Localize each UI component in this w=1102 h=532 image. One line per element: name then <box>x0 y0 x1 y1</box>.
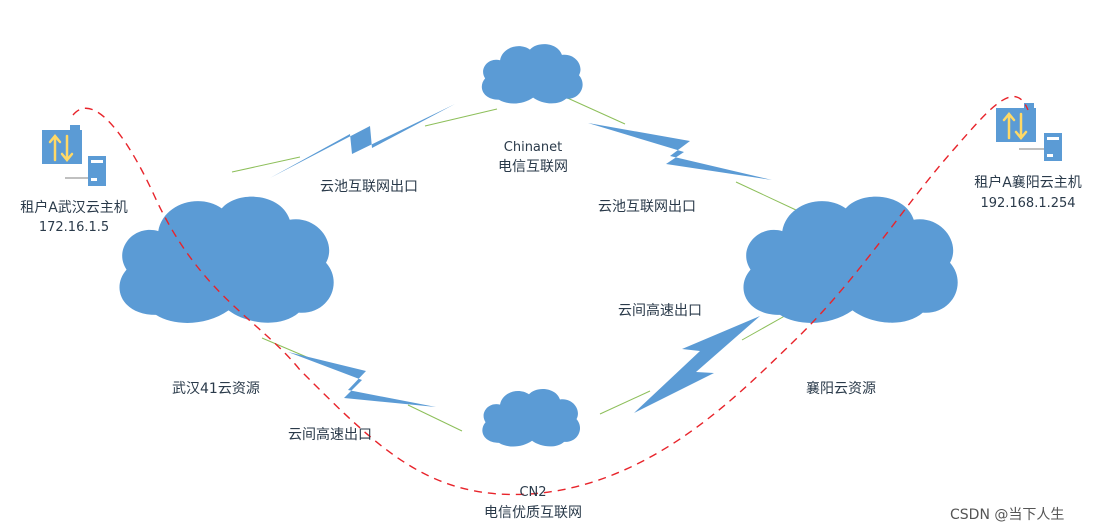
exit-highspeed-left-label: 云间高速出口 <box>288 427 372 443</box>
link-line <box>562 95 626 125</box>
link-line <box>741 312 791 341</box>
exit-internet-left-label: 云池互联网出口 <box>320 179 418 195</box>
link-line <box>407 404 463 432</box>
lightning-bolt-icon <box>588 123 772 180</box>
cloud-cn2 <box>482 388 581 447</box>
tenant-left-name: 租户A武汉云主机 <box>20 200 128 216</box>
router-icon <box>42 125 88 179</box>
tenant-right-icons <box>996 103 1062 161</box>
server-icon <box>1044 133 1062 161</box>
link-line <box>735 181 797 211</box>
cloud-chinanet <box>481 44 583 104</box>
lightning-bolts <box>270 104 772 413</box>
exit-internet-right-label: 云池互联网出口 <box>598 199 696 215</box>
cn2-label: CN2 <box>519 485 547 500</box>
tenant-left-icons <box>42 125 106 186</box>
link-lines <box>231 95 797 432</box>
xiangyang-resource-label: 襄阳云资源 <box>806 381 876 397</box>
lightning-bolt-icon <box>288 352 436 407</box>
link-line <box>599 390 651 415</box>
exit-highspeed-right-label: 云间高速出口 <box>618 303 702 319</box>
tenant-right-ip: 192.168.1.254 <box>980 196 1076 211</box>
chinanet-cn-label: 电信互联网 <box>498 159 568 175</box>
link-line <box>424 108 498 127</box>
tenant-right-name: 租户A襄阳云主机 <box>974 175 1082 191</box>
cloud-xiangyang <box>743 196 958 323</box>
link-line <box>231 156 301 173</box>
watermark: CSDN @当下人生 <box>950 507 1065 523</box>
lightning-bolt-icon <box>634 316 760 413</box>
lightning-bolt-icon <box>270 104 455 178</box>
tenant-left-ip: 172.16.1.5 <box>38 220 110 235</box>
chinanet-label: Chinanet <box>503 140 563 155</box>
server-icon <box>88 156 106 186</box>
traffic-path <box>72 96 1029 496</box>
wuhan-resource-label: 武汉41云资源 <box>172 381 260 397</box>
router-icon <box>996 103 1044 150</box>
cloud-wuhan <box>119 196 334 323</box>
cn2-cn-label: 电信优质互联网 <box>484 505 582 521</box>
